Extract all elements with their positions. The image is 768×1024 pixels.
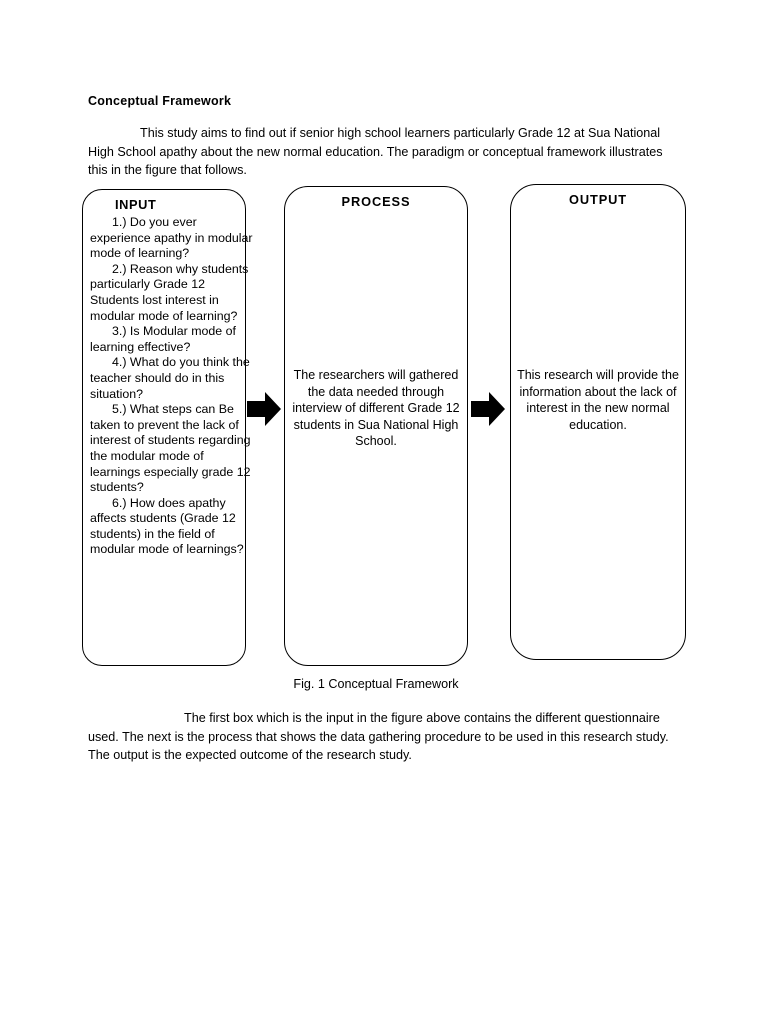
output-box: OUTPUT This research will provide the in… (510, 184, 686, 660)
closing-paragraph: The first box which is the input in the … (88, 711, 669, 762)
question-item: 1.) Do you ever experience apathy in mod… (90, 215, 253, 261)
output-box-title: OUTPUT (568, 192, 627, 207)
question-item: 3.) Is Modular mode of learning effectiv… (90, 324, 236, 354)
page-title: Conceptual Framework (88, 94, 232, 108)
input-question-list: 1.) Do you ever experience apathy in mod… (90, 215, 256, 558)
output-box-body: This research will provide the informati… (517, 368, 679, 432)
process-box: PROCESS The researchers will gathered th… (284, 186, 468, 666)
question-item: 5.) What steps can Be taken to prevent t… (90, 402, 251, 495)
input-box-title: INPUT (115, 197, 157, 212)
question-item: 2.) Reason why students particularly Gra… (90, 261, 249, 323)
figure-caption: Fig. 1 Conceptual Framework (293, 677, 459, 691)
input-box: INPUT 1.) Do you ever experience apathy … (82, 189, 253, 666)
right-arrow-icon (471, 391, 505, 427)
question-item: 4.) What do you think the teacher should… (90, 355, 250, 401)
question-item: 6.) How does apathy affects students (Gr… (90, 495, 244, 557)
right-arrow-icon (247, 391, 281, 427)
intro-paragraph: This study aims to find out if senior hi… (88, 126, 663, 177)
process-box-body: The researchers will gathered the data n… (292, 368, 460, 448)
process-box-title: PROCESS (341, 194, 411, 209)
